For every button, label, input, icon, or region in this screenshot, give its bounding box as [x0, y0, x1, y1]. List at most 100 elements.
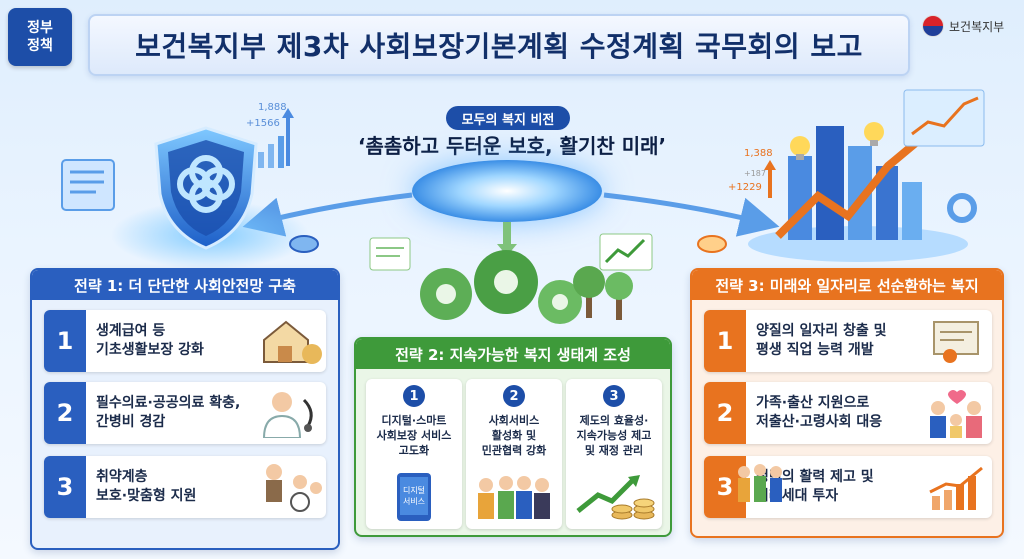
item-line2: 활성화 및	[491, 429, 537, 442]
strategy2-item-3: 3 제도의 효율성· 지속가능성 제고 및 재정 관리	[566, 379, 662, 529]
growth-arrow	[775, 122, 939, 239]
item-number: 3	[704, 456, 746, 518]
item-line1: 청년의 활력 제고 및	[756, 469, 874, 485]
eco-gears-illustration	[369, 233, 653, 324]
item-text: 사회서비스 활성화 및 민관협력 강화	[479, 413, 550, 458]
ministry-name: 보건복지부	[949, 19, 1005, 34]
strategy2-item-1: 1 디지털·스마트 사회보장 서비스 고도화 디지털 서비스	[366, 379, 462, 529]
num-187: +187	[744, 169, 766, 178]
lightbulb-icon	[790, 136, 810, 160]
item-text: 양질의 일자리 창출 및 평생 직업 능력 개발	[746, 322, 922, 360]
item-line2: 사회보장 서비스	[376, 429, 452, 442]
strategy2-item-2: 2 사회서비스 활성화 및 민관협력 강화	[466, 379, 562, 529]
item-number: 1	[403, 385, 425, 407]
coin-icon	[697, 235, 727, 253]
item-line3: 민관협력 강화	[481, 444, 547, 457]
item-line3: 고도화	[398, 444, 430, 457]
tablet-label1: 디지털	[403, 485, 425, 495]
donut-chart-icon	[947, 193, 977, 223]
item-number: 3	[603, 385, 625, 407]
strategy2-header: 전략 2: 지속가능한 복지 생태계 조성	[356, 339, 670, 369]
item-text: 디지털·스마트 사회보장 서비스 고도화	[374, 413, 455, 458]
tablet-icon: 디지털 서비스	[397, 473, 431, 521]
item-line2: 저출산·고령사회 대응	[756, 414, 883, 430]
item-number: 3	[44, 456, 86, 518]
item-line1: 양질의 일자리 창출 및	[756, 323, 887, 339]
strategy1-item-1: 1 생계급여 등 기초생활보장 강화	[44, 310, 326, 372]
item-number: 2	[704, 382, 746, 444]
doctor-icon	[256, 387, 326, 439]
item-line2: 기초생활보장 강화	[96, 342, 204, 358]
gear-icon	[420, 268, 472, 320]
house-money-icon	[256, 315, 326, 367]
handshake-people-icon	[478, 476, 550, 519]
youth-group-icon	[738, 464, 782, 502]
tree-icon	[573, 266, 605, 318]
growth-bars-icon	[922, 461, 992, 513]
item-text: 생계급여 등 기초생활보장 강화	[86, 322, 256, 360]
item-text: 취약계층 보호·맞춤형 지원	[86, 468, 256, 506]
coin-icon	[289, 235, 319, 253]
item-line3: 및 재정 관리	[584, 444, 644, 457]
item-line1: 디지털·스마트	[381, 414, 447, 427]
badge-line1: 정부	[27, 20, 53, 36]
strategy1-item-3: 3 취약계층 보호·맞춤형 지원	[44, 456, 326, 518]
badge-line2: 정책	[27, 38, 53, 54]
gear-icon	[538, 280, 582, 324]
tree-icon	[605, 272, 633, 320]
vision-text: ‘촘촘하고 두터운 보호, 활기찬 미래’	[357, 134, 667, 158]
growth-chart-hologram-icon: 1,888 +1566	[246, 102, 294, 168]
item-line2: 지속가능성 제고	[576, 429, 652, 442]
title-banner: 보건복지부 제3차 사회보장기본계획 수정계획 국무회의 보고	[88, 14, 910, 76]
chart-screen-icon	[903, 89, 985, 147]
item-line1: 사회서비스	[488, 414, 540, 427]
num-1229: +1229	[728, 182, 762, 193]
elderly-wheelchair-icon	[256, 461, 326, 513]
strategy1-item-2: 2 필수의료·공공의료 확충, 간병비 경감	[44, 382, 326, 444]
strategy3-item-3: 3 청년의 활력 제고 및 미래세대 투자	[704, 456, 992, 518]
item-line2: 보호·맞춤형 지원	[96, 488, 197, 504]
num-1388: 1,388	[744, 148, 773, 159]
strategy3-item-1: 1 양질의 일자리 창출 및 평생 직업 능력 개발	[704, 310, 992, 372]
strategy1-header: 전략 1: 더 단단한 사회안전망 구축	[32, 270, 338, 300]
family-icon	[922, 387, 992, 439]
item-number: 1	[44, 310, 86, 372]
item-text: 필수의료·공공의료 확충, 간병비 경감	[86, 394, 256, 432]
certificate-icon	[922, 315, 992, 367]
item-text: 제도의 효율성· 지속가능성 제고 및 재정 관리	[574, 413, 655, 458]
taegeuk-icon	[922, 15, 944, 37]
arrow-right	[603, 192, 780, 237]
policy-badge: 정부 정책	[8, 8, 72, 66]
strategy3-header: 전략 3: 미래와 일자리로 선순환하는 복지	[692, 270, 1002, 300]
line-chart-icon	[599, 233, 653, 271]
strategy1-panel: 전략 1: 더 단단한 사회안전망 구축 1 생계급여 등 기초생활보장 강화 …	[30, 268, 340, 550]
strategy2-panel: 전략 2: 지속가능한 복지 생태계 조성 1 디지털·스마트 사회보장 서비스…	[354, 337, 672, 537]
strategy3-item-2: 2 가족·출산 지원으로 저출산·고령사회 대응	[704, 382, 992, 444]
lightbulb-icon	[864, 122, 884, 146]
arrow-down-head	[497, 244, 517, 256]
coins-growth-icon	[576, 475, 655, 520]
num-1888: 1,888	[258, 102, 287, 113]
item-text: 가족·출산 지원으로 저출산·고령사회 대응	[746, 394, 922, 432]
page-title: 보건복지부 제3차 사회보장기본계획 수정계획 국무회의 보고	[135, 30, 863, 63]
document-hologram-icon	[61, 159, 115, 211]
item-number: 2	[44, 382, 86, 444]
ministry-logo: 보건복지부	[922, 14, 1004, 38]
item-line1: 생계급여 등	[96, 323, 166, 339]
document-icon	[369, 237, 411, 271]
item-line1: 가족·출산 지원으로	[756, 395, 870, 411]
item-line2: 평생 직업 능력 개발	[756, 342, 874, 358]
tablet-label2: 서비스	[403, 497, 425, 506]
item-line1: 제도의 효율성·	[579, 414, 649, 427]
item-line1: 필수의료·공공의료 확충,	[96, 395, 241, 411]
item-number: 2	[503, 385, 525, 407]
city-growth-illustration: 1,388 +187 +1229	[728, 89, 985, 262]
shield-icon	[154, 126, 258, 250]
vision-platform	[412, 160, 602, 222]
num-1566: +1566	[246, 118, 280, 129]
vision-tag: 모두의 복지 비전	[446, 106, 570, 130]
gear-icon	[474, 250, 538, 314]
item-line2: 간병비 경감	[96, 414, 166, 430]
item-number: 1	[704, 310, 746, 372]
item-line1: 취약계층	[96, 469, 148, 485]
